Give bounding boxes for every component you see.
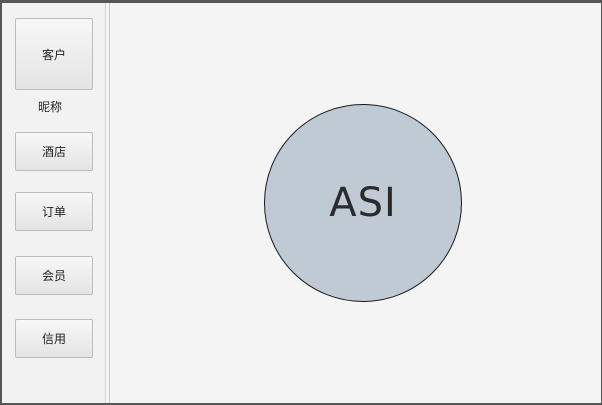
credit-button[interactable]: 信用 xyxy=(15,319,93,358)
customer-button[interactable]: 客户 xyxy=(15,18,93,90)
main-panel: ASI xyxy=(110,3,601,403)
member-button[interactable]: 会员 xyxy=(15,256,93,295)
avatar-text: ASI xyxy=(329,180,397,226)
split-pane-divider[interactable] xyxy=(105,3,110,403)
order-button[interactable]: 订单 xyxy=(15,192,93,231)
sidebar: 客户 昵称 酒店 订单 会员 信用 xyxy=(2,3,105,403)
nickname-label: 昵称 xyxy=(38,100,63,114)
hotel-button[interactable]: 酒店 xyxy=(15,132,93,171)
avatar-circle: ASI xyxy=(264,104,462,302)
